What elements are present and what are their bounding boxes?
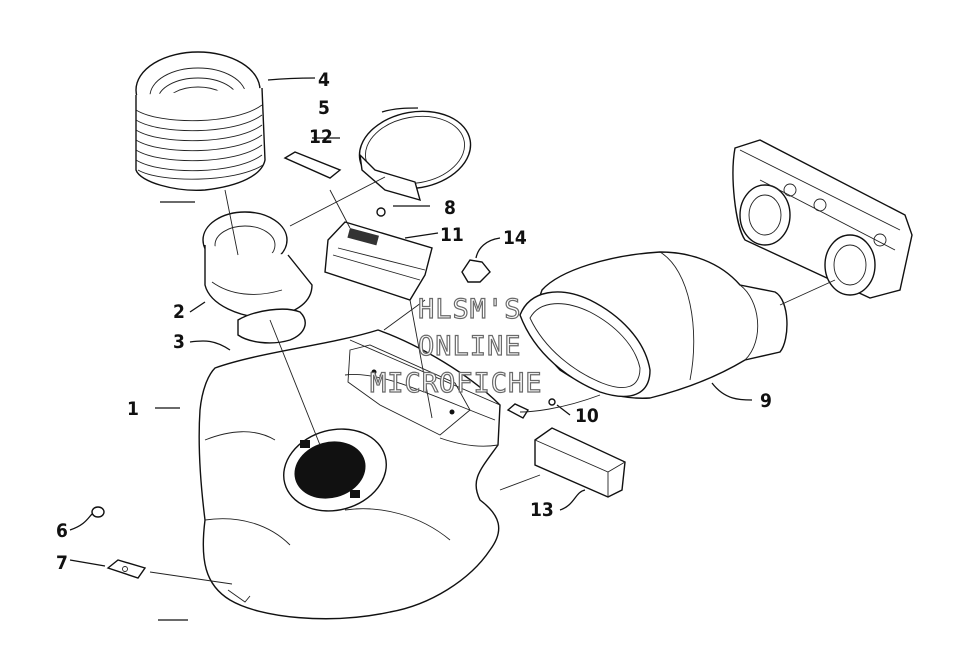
bellows-boot-part-4[interactable] — [135, 51, 266, 191]
carburetor-assembly — [732, 139, 913, 299]
callout-9: 9 — [760, 390, 772, 412]
callout-6: 6 — [56, 520, 68, 542]
airbox-body-part-1[interactable] — [198, 329, 501, 620]
washer-part-6[interactable] — [91, 506, 105, 518]
callout-8: 8 — [444, 197, 456, 219]
air-duct-part-9[interactable] — [519, 251, 788, 399]
screw-part-8[interactable] — [376, 207, 386, 217]
fitting-part-10[interactable] — [506, 398, 556, 419]
callout-5: 5 — [318, 97, 330, 119]
foam-block-part-13[interactable] — [534, 427, 626, 498]
filter-element-part-11[interactable] — [324, 221, 433, 301]
callout-13: 13 — [530, 499, 554, 521]
clip-part-14[interactable] — [461, 259, 491, 283]
callout-4: 4 — [318, 69, 330, 91]
intake-sleeve-part-2[interactable] — [202, 211, 313, 319]
watermark-line-3: MICROFICHE — [370, 368, 543, 399]
plate-part-7[interactable] — [106, 559, 147, 579]
callouts: 1 2 3 4 5 6 7 8 9 10 11 12 13 14 — [56, 69, 772, 574]
callout-3: 3 — [173, 331, 185, 353]
callout-11: 11 — [440, 224, 464, 246]
callout-10: 10 — [575, 405, 599, 427]
leader-lines — [69, 77, 836, 621]
watermark-line-1: HLSM'S — [418, 294, 522, 325]
callout-7: 7 — [56, 552, 68, 574]
gasket-part-3[interactable] — [237, 308, 306, 344]
bracket-part-12[interactable] — [283, 151, 342, 179]
callout-14: 14 — [503, 227, 527, 249]
callout-1: 1 — [127, 398, 139, 420]
watermark: HLSM'S ONLINE MICROFICHE — [369, 293, 543, 399]
hose-clamp-part-5[interactable] — [353, 103, 476, 202]
callout-12: 12 — [309, 126, 333, 148]
callout-2: 2 — [173, 301, 185, 323]
watermark-line-2: ONLINE — [418, 331, 522, 362]
